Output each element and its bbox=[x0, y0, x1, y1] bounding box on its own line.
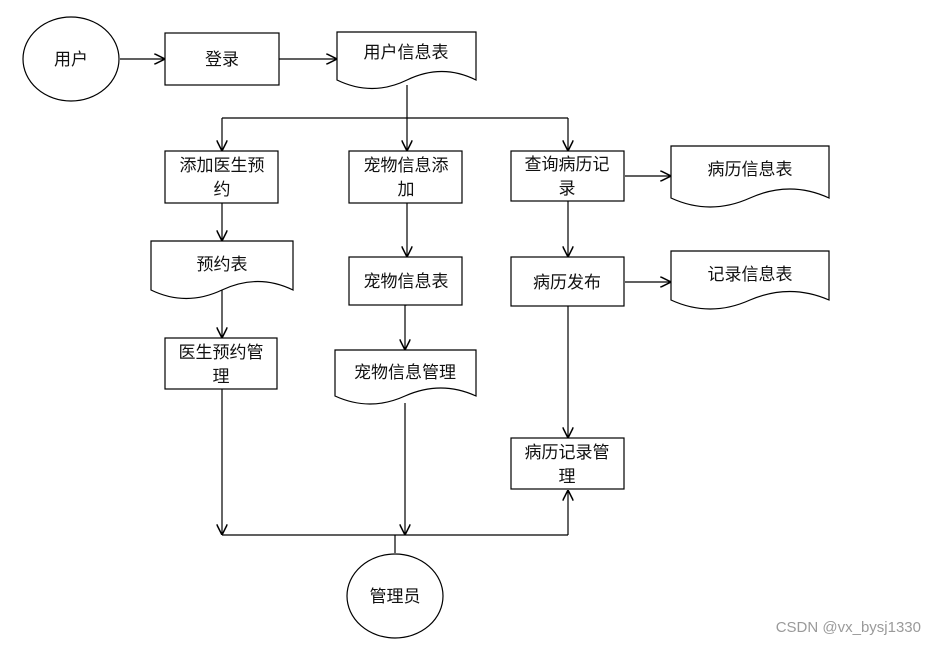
node-record-info-table: 记录信息表 bbox=[670, 250, 830, 310]
node-user-info-table: 用户信息表 bbox=[336, 31, 477, 89]
node-pet-info-add-line1: 宠物信息添 bbox=[364, 156, 449, 176]
node-pet-info-mgmt: 宠物信息管理 bbox=[334, 349, 477, 405]
node-medical-info-table: 病历信息表 bbox=[670, 145, 830, 208]
node-pet-info-table-label: 宠物信息表 bbox=[364, 272, 449, 292]
node-pet-info-table: 宠物信息表 bbox=[348, 256, 463, 306]
edge-pettable-mgmt bbox=[405, 304, 407, 350]
node-medical-publish: 病历发布 bbox=[510, 256, 625, 307]
node-medical-record-mgmt-line1: 病历记录管 bbox=[525, 443, 610, 463]
node-user-info-table-label: 用户信息表 bbox=[364, 43, 449, 63]
node-medical-record-mgmt: 病历记录管 理 bbox=[510, 437, 625, 490]
node-pet-info-add-line2: 加 bbox=[398, 180, 415, 200]
node-appointment-table-label: 预约表 bbox=[197, 255, 248, 275]
watermark-text: CSDN @vx_bysj1330 bbox=[776, 619, 921, 636]
node-add-doctor-appointment-line1: 添加医生预 bbox=[180, 156, 265, 176]
node-medical-info-table-label: 病历信息表 bbox=[708, 160, 793, 180]
node-doctor-appointment-mgmt: 医生预约管 理 bbox=[164, 337, 278, 390]
node-pet-info-mgmt-label: 宠物信息管理 bbox=[354, 363, 456, 383]
node-login-label: 登录 bbox=[205, 50, 239, 70]
node-doctor-appointment-mgmt-line1: 医生预约管 bbox=[179, 343, 264, 363]
node-add-doctor-appointment: 添加医生预 约 bbox=[164, 150, 279, 204]
node-login: 登录 bbox=[164, 32, 280, 86]
node-query-medical-record: 查询病历记 录 bbox=[510, 150, 625, 202]
node-record-info-table-label: 记录信息表 bbox=[708, 265, 793, 285]
node-admin-label: 管理员 bbox=[370, 587, 421, 607]
node-query-medical-record-line2: 录 bbox=[559, 179, 576, 199]
node-doctor-appointment-mgmt-line2: 理 bbox=[213, 367, 230, 387]
node-admin: 管理员 bbox=[346, 553, 444, 639]
node-pet-info-add: 宠物信息添 加 bbox=[348, 150, 463, 204]
node-medical-publish-label: 病历发布 bbox=[533, 273, 601, 293]
node-query-medical-record-line1: 查询病历记 bbox=[525, 155, 610, 175]
node-user: 用户 bbox=[22, 16, 120, 102]
node-add-doctor-appointment-line2: 约 bbox=[214, 180, 231, 200]
node-medical-record-mgmt-line2: 理 bbox=[559, 467, 576, 487]
node-appointment-table: 预约表 bbox=[150, 240, 294, 299]
node-user-label: 用户 bbox=[54, 50, 88, 70]
